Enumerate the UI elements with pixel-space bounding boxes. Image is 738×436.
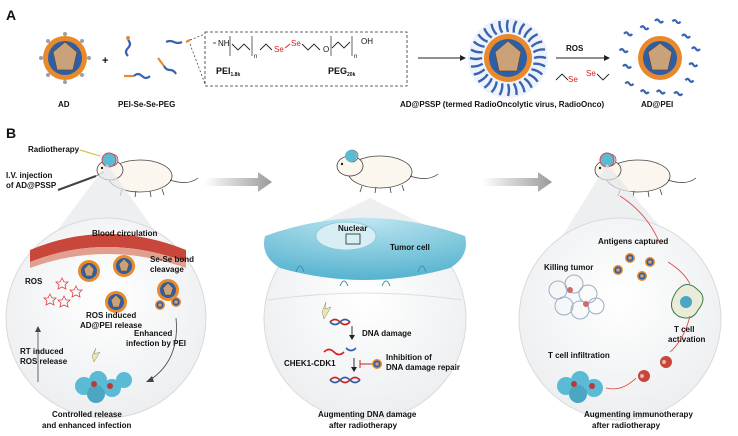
structure-box — [204, 31, 408, 87]
blood-vessel — [30, 234, 186, 262]
ad-pssp-graphic — [468, 18, 548, 98]
chek-label: CHEK1-CDK1 — [284, 359, 336, 368]
ros-induced-label-2: AD@PEI release — [80, 321, 143, 330]
ros-label-b: ROS — [25, 277, 43, 286]
tumor-site-1 — [101, 152, 117, 168]
se-text-1: Se — [274, 45, 284, 54]
o-text: O — [323, 45, 329, 54]
stage-arrow-1 — [204, 172, 272, 192]
polymer-label: PEI-Se-Se-PEG — [118, 100, 175, 109]
tcell-label-2: activation — [668, 335, 705, 344]
sese-label-2: cleavage — [150, 265, 184, 274]
radiotherapy-label: Radiotherapy — [28, 145, 80, 154]
rt-label-1: RT induced — [20, 347, 64, 356]
chemical-structure: NH n Se Se O n OH PEI1.8k PEG20k — [213, 36, 373, 78]
stage-arrow-2 — [482, 172, 552, 192]
caption-1a: Controlled release — [52, 410, 122, 419]
ros-label-a: ROS — [566, 44, 584, 53]
pssp-label: AD@PSSP (termed RadioOncolytic virus, Ra… — [400, 100, 604, 109]
t-cells — [638, 356, 672, 382]
nh-text: NH — [218, 39, 230, 48]
plus-sign: + — [102, 55, 108, 67]
dendritic-cell — [671, 284, 704, 319]
caption-3a: Augmenting immunotherapy — [584, 410, 693, 419]
enhanced-label-2: infection by PEI — [126, 339, 186, 348]
tumor-site-2 — [345, 150, 357, 162]
ros-stars — [43, 277, 83, 308]
se-text-4: Se — [586, 69, 596, 78]
ad-label: AD — [58, 100, 70, 109]
antigens-label: Antigens captured — [598, 237, 668, 246]
ad-pei-graphic — [618, 18, 701, 97]
oh-text: OH — [361, 37, 373, 46]
sese-label-1: Se-Se bond — [150, 255, 194, 264]
nuclear-label: Nuclear — [338, 224, 367, 233]
rt-label-2: ROS release — [20, 357, 68, 366]
tumor-cell-graphic — [264, 218, 466, 280]
tumor-cluster-3 — [557, 371, 603, 403]
blood-label: Blood circulation — [92, 229, 157, 238]
inhibition-label-1: Inhibition of — [386, 353, 432, 362]
dna-damage-label: DNA damage — [362, 329, 412, 338]
se-text-3: Se — [568, 75, 578, 84]
inhibition-label-2: DNA damage repair — [386, 363, 460, 372]
panel-b-label: B — [6, 125, 16, 141]
stage-3-circle — [518, 217, 722, 421]
immune-arrows — [605, 195, 691, 390]
stage-1-circle — [5, 217, 207, 419]
polymer-graphic — [124, 33, 206, 85]
caption-1b: and enhanced infection — [42, 421, 131, 430]
dna-strands — [323, 318, 361, 384]
iv-label-1: I.V. injection — [6, 171, 52, 180]
killed-tumor-cells — [548, 274, 605, 320]
panel-a-label: A — [6, 7, 16, 23]
ad-virus-graphic — [39, 32, 91, 84]
iv-label-2: of AD@PSSP — [6, 181, 57, 190]
cleaved-selenide: Se Se — [555, 69, 610, 84]
tcell-label-1: T cell — [674, 325, 694, 334]
enhanced-label-1: Enhanced — [134, 329, 172, 338]
caption-2a: Augmenting DNA damage — [318, 410, 417, 419]
syringe — [57, 175, 97, 191]
caption-2b: after radiotherapy — [329, 421, 398, 430]
tumor-cell-label: Tumor cell — [390, 243, 430, 252]
adpei-label: AD@PEI — [641, 100, 673, 109]
pei-text: PEI1.8k — [216, 66, 240, 78]
n-subscript-2: n — [354, 54, 357, 60]
peg-text: PEG20k — [328, 66, 356, 78]
killing-label: Killing tumor — [544, 263, 593, 272]
tumor-cluster-1 — [75, 371, 132, 403]
infiltration-label: T cell infiltration — [548, 351, 610, 360]
caption-3b: after radiotherapy — [592, 421, 661, 430]
n-subscript-1: n — [254, 54, 257, 60]
se-text-2: Se — [291, 39, 301, 48]
ros-induced-label-1: ROS induced — [86, 311, 136, 320]
